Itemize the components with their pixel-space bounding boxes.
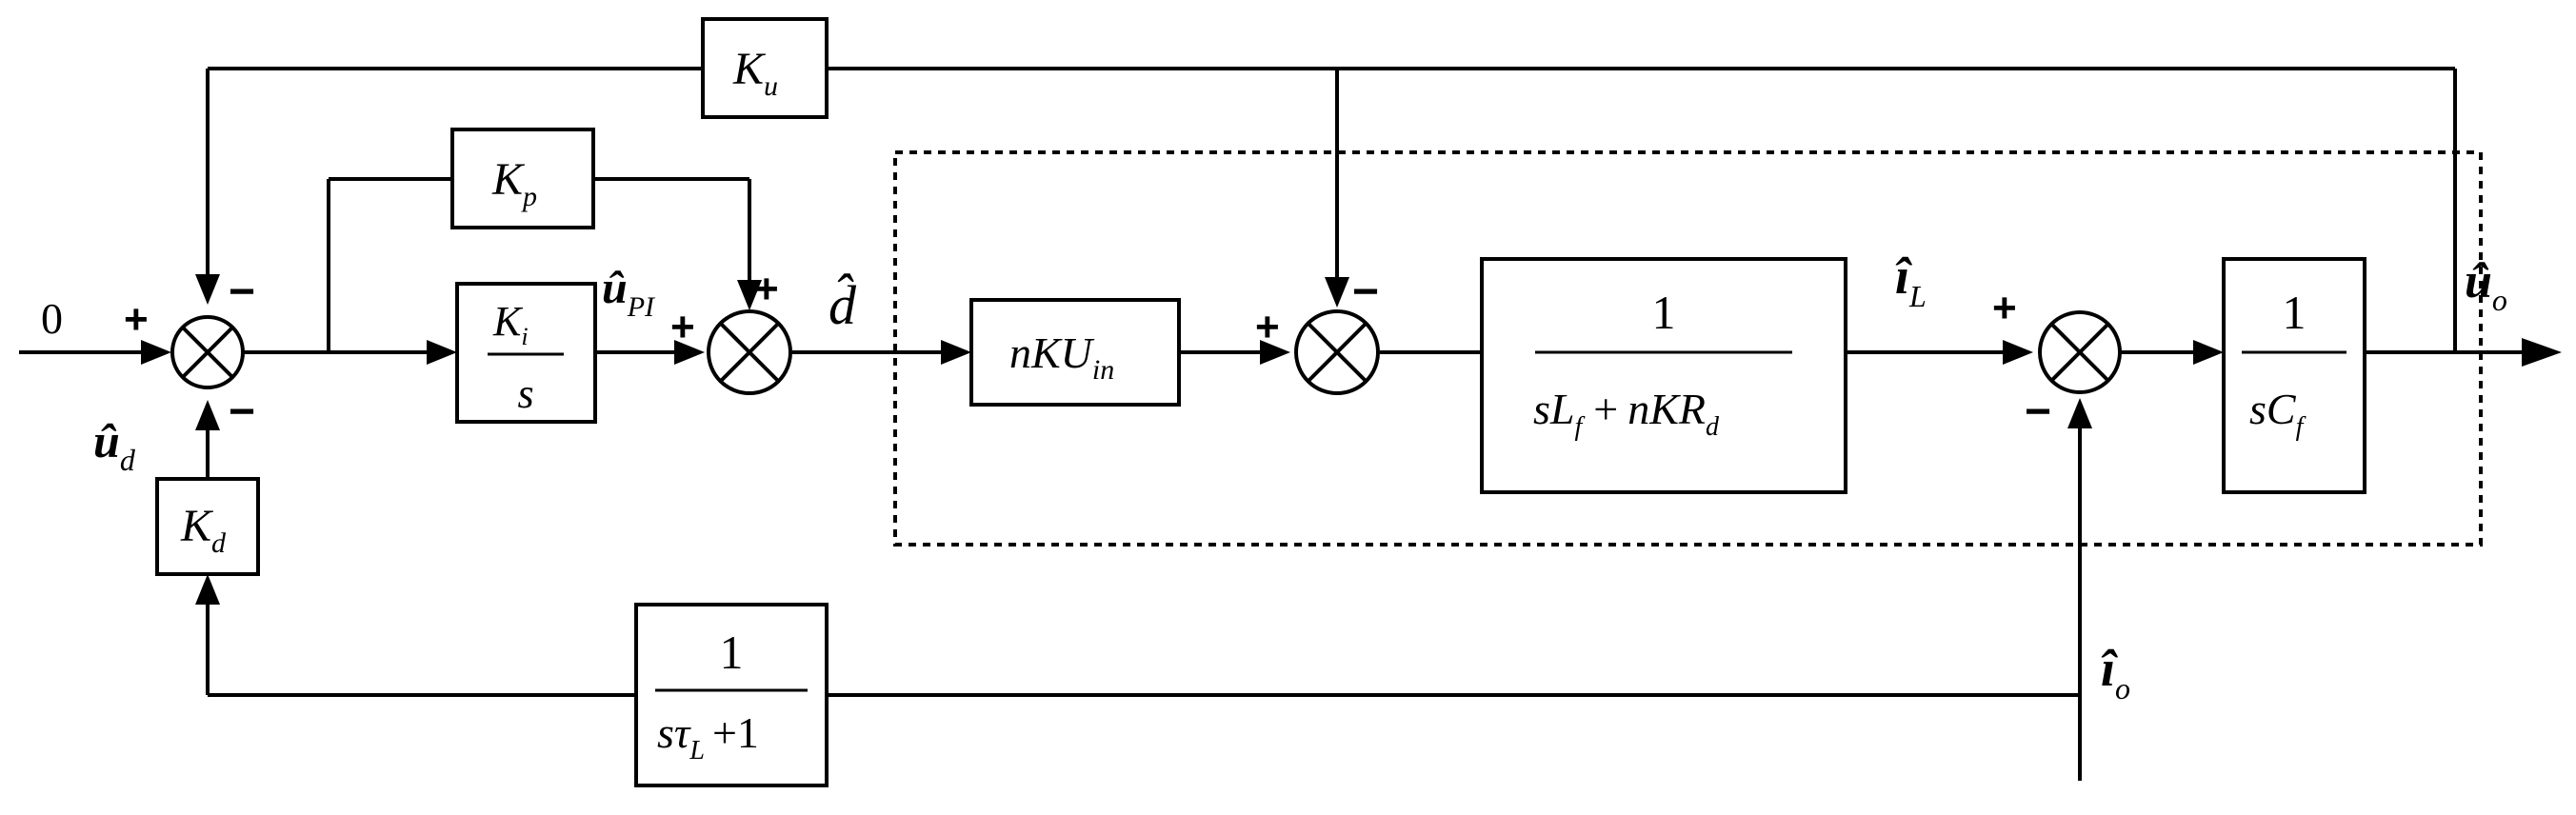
arrow-il bbox=[2003, 340, 2033, 365]
plant-boundary bbox=[893, 150, 2483, 547]
sign-s3-fb: − bbox=[1352, 267, 1379, 317]
arrow-nku-to-s3 bbox=[1260, 340, 1290, 365]
arrow-ki-to-s2 bbox=[674, 340, 705, 365]
block-ki: Ki s bbox=[455, 282, 597, 424]
arrow-to-ki bbox=[427, 340, 457, 365]
arrow-output bbox=[2522, 338, 2562, 367]
sum-junction-4 bbox=[2038, 310, 2122, 394]
svg-text:sCf: sCf bbox=[2249, 385, 2306, 442]
label-uo: ûo bbox=[2465, 254, 2507, 317]
svg-text:sLf+nKRd: sLf+nKRd bbox=[1533, 385, 1720, 442]
input-label: 0 bbox=[41, 294, 63, 343]
sign-s2-ki: + bbox=[670, 304, 695, 350]
label-upi: ûPI bbox=[602, 263, 656, 323]
sum-junction-2 bbox=[707, 309, 792, 395]
block-plant-l: 1 sLf+nKRd bbox=[1480, 257, 1847, 494]
arrow-io-to-s4 bbox=[2067, 398, 2092, 428]
svg-text:Kp: Kp bbox=[491, 154, 537, 212]
arrow-kp-to-s2 bbox=[737, 280, 762, 310]
arrow-d bbox=[941, 340, 971, 365]
sign-s2-kp: + bbox=[754, 266, 779, 312]
sign-s4-io: − bbox=[2025, 387, 2051, 437]
sign-s3-nku: + bbox=[1255, 304, 1280, 350]
svg-text:Ku: Ku bbox=[732, 44, 778, 102]
svg-text:1: 1 bbox=[720, 626, 744, 679]
arrow-ku-to-s1 bbox=[195, 274, 220, 305]
block-kd: Kd bbox=[155, 477, 260, 576]
arrow-inner-to-s3 bbox=[1325, 277, 1349, 308]
arrow-to-kd bbox=[195, 574, 220, 605]
block-kp: Kp bbox=[450, 128, 595, 229]
svg-text:Ki: Ki bbox=[492, 298, 529, 350]
block-filter: 1 sτL+1 bbox=[634, 603, 829, 787]
block-nku: nKUin bbox=[969, 298, 1181, 407]
svg-text:s: s bbox=[517, 370, 533, 417]
label-ud: ûd bbox=[93, 414, 136, 477]
label-il: îL bbox=[1895, 248, 1927, 313]
sum-junction-1 bbox=[170, 315, 245, 389]
block-ku: Ku bbox=[701, 17, 829, 119]
arrow-kd-to-s1 bbox=[195, 400, 220, 430]
sign-s4-il: + bbox=[1992, 285, 2017, 331]
sign-s1-ku: − bbox=[229, 267, 255, 317]
label-d: d̂ bbox=[829, 274, 857, 336]
arrow-input bbox=[141, 340, 171, 365]
sign-s1-kd: − bbox=[229, 387, 255, 437]
svg-text:nKUin: nKUin bbox=[1009, 328, 1114, 386]
svg-text:1: 1 bbox=[1652, 286, 1676, 339]
block-plant-c: 1 sCf bbox=[2222, 257, 2366, 494]
arrow-s4-to-c bbox=[2193, 340, 2224, 365]
svg-text:1: 1 bbox=[2283, 286, 2306, 339]
svg-text:sτL+1: sτL+1 bbox=[657, 708, 759, 765]
sum-junction-3 bbox=[1294, 309, 1380, 395]
sign-s1-input: + bbox=[124, 296, 149, 343]
svg-text:Kd: Kd bbox=[180, 501, 227, 559]
label-io: îo bbox=[2101, 640, 2130, 706]
